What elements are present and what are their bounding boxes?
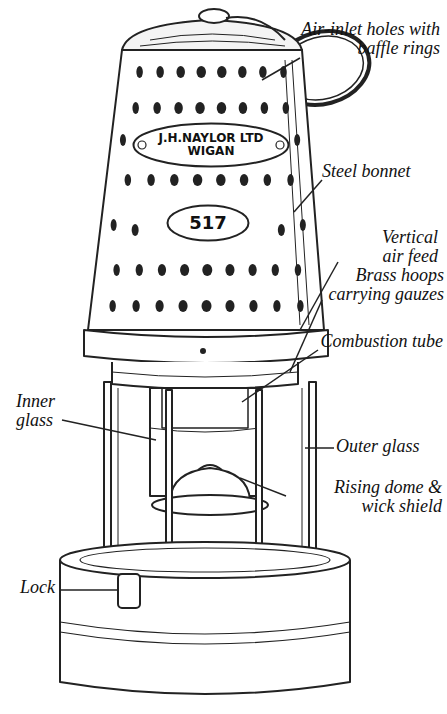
air-inlet-hole	[259, 66, 267, 78]
air-inlet-hole	[202, 264, 212, 276]
air-inlet-hole	[153, 102, 161, 114]
air-inlet-hole	[283, 102, 290, 114]
bonnet-shading	[285, 60, 309, 325]
air-inlet-hole	[217, 102, 227, 114]
plate-text: J.H.NAYLOR LTD WIGAN	[155, 132, 267, 158]
number-plate: 517	[166, 204, 250, 242]
air-inlet-hole	[297, 300, 303, 312]
leader-line	[294, 180, 322, 212]
name-plate: J.H.NAYLOR LTD WIGAN	[132, 122, 290, 168]
air-inlet-hole	[294, 134, 300, 146]
air-inlet-hole	[273, 300, 280, 312]
bonnet-band	[84, 330, 328, 363]
air-inlet-hole	[132, 102, 139, 114]
pillar	[166, 390, 172, 562]
base-rim	[60, 542, 350, 578]
air-inlet-hole	[238, 66, 247, 78]
air-inlet-hole	[249, 264, 257, 276]
air-inlet-hole	[132, 224, 139, 236]
air-inlet-hole	[197, 66, 207, 78]
brass-hoops	[112, 362, 298, 389]
air-inlet-hole	[225, 300, 234, 312]
part-label: Outer glass	[336, 437, 442, 456]
air-inlet-hole	[120, 134, 126, 146]
pillar	[104, 382, 111, 560]
leader-lines	[60, 58, 338, 590]
air-inlet-hole	[132, 300, 139, 312]
leader-line	[240, 478, 286, 496]
leader-line	[262, 58, 300, 80]
part-label: Inner glass	[16, 392, 68, 430]
air-inlet-hole	[193, 174, 203, 186]
part-label: Air-inlet holes with baffle rings	[300, 20, 440, 58]
air-inlet-hole	[125, 174, 132, 186]
lock	[118, 574, 140, 608]
air-inlet-hole	[158, 264, 166, 276]
plate-screw	[138, 141, 146, 149]
air-inlet-hole	[278, 224, 285, 236]
leader-line	[60, 589, 118, 591]
plate-oval	[134, 124, 289, 167]
part-label: Vertical air feed	[358, 228, 438, 266]
band-rivet	[201, 349, 205, 353]
air-inlet-hole	[195, 102, 205, 114]
leader-line	[242, 350, 318, 402]
air-inlet-hole	[216, 174, 226, 186]
air-inlet-hole	[111, 219, 117, 231]
cap-hatching	[140, 34, 285, 46]
rope-knot	[199, 9, 229, 23]
combustion-tube	[162, 388, 248, 428]
plate-screw	[276, 141, 284, 149]
part-label: Steel bonnet	[322, 162, 442, 181]
air-inlet-hole	[280, 66, 287, 78]
air-inlet-hole	[202, 300, 212, 312]
steel-bonnet	[88, 50, 324, 330]
part-label: Brass hoops carrying gauzes	[310, 266, 444, 304]
air-inlet-hole	[147, 174, 155, 186]
hoop-line	[112, 372, 298, 377]
air-inlet-hole	[113, 264, 119, 276]
air-inlet-hole	[287, 174, 294, 186]
air-inlet-hole	[300, 219, 306, 231]
air-inlet-hole	[178, 300, 187, 312]
air-inlet-hole	[272, 264, 279, 276]
air-inlet-hole	[249, 300, 257, 312]
part-label: Lock	[20, 578, 72, 597]
air-inlet-hole	[261, 102, 269, 114]
bonnet-cap	[122, 20, 302, 50]
leader-line	[290, 300, 322, 372]
air-inlet-hole	[109, 300, 115, 312]
leader-line	[305, 447, 334, 449]
pillar	[256, 390, 262, 562]
air-inlet-hole	[136, 264, 143, 276]
air-inlet-hole	[217, 66, 227, 78]
part-label: Combustion tube	[318, 332, 443, 351]
air-inlet-hole	[180, 264, 189, 276]
air-inlet-hole	[240, 174, 249, 186]
base-rim-inner	[80, 548, 330, 572]
air-inlet-hole	[174, 102, 183, 114]
air-holes	[109, 66, 305, 312]
air-inlet-hole	[225, 264, 234, 276]
air-inlet-hole	[176, 66, 185, 78]
outer-glass	[118, 388, 302, 556]
plate-text: 517	[173, 213, 243, 233]
wick-shield	[198, 465, 222, 470]
lamp-base	[60, 560, 350, 694]
leader-line	[62, 420, 156, 440]
air-inlet-hole	[295, 264, 301, 276]
air-inlet-hole	[155, 300, 163, 312]
pillar	[309, 382, 316, 560]
part-label: Rising dome & wick shield	[322, 478, 442, 516]
base-band	[60, 622, 350, 644]
plate-oval	[168, 206, 249, 241]
air-inlet-hole	[239, 102, 248, 114]
air-inlet-hole	[170, 174, 179, 186]
air-inlet-hole	[156, 66, 164, 78]
air-inlet-hole	[136, 66, 143, 78]
air-inlet-hole	[264, 174, 272, 186]
ring-link	[226, 17, 285, 40]
